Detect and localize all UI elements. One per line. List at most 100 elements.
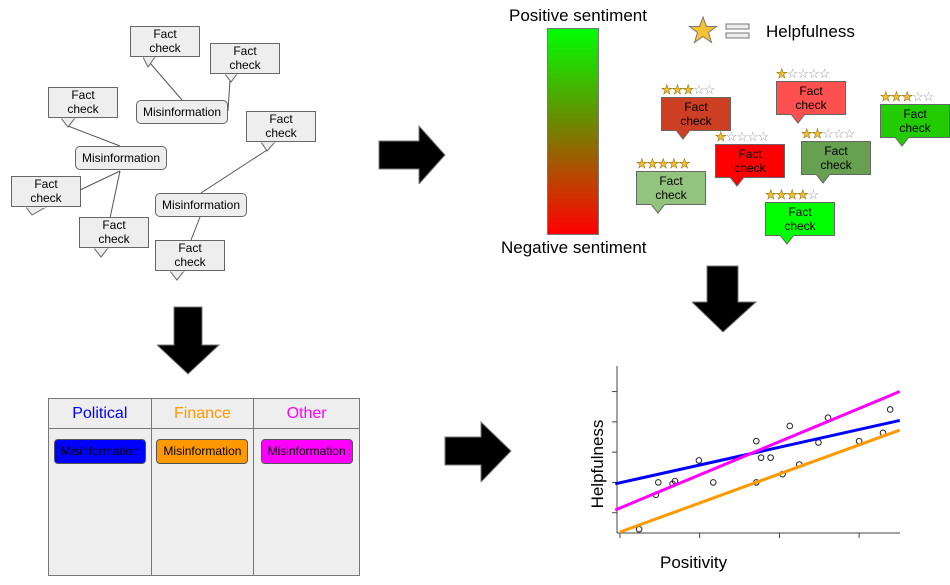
misinformation-pill[interactable]: Misinformation [156, 439, 249, 464]
fact-check-label: check [30, 191, 62, 205]
fact-check-label: check [899, 121, 931, 135]
empty-star-icon: ☆ [807, 66, 820, 81]
empty-star-icon: ☆ [703, 82, 716, 97]
misinformation-node[interactable]: Misinformation [155, 193, 247, 217]
fact-check-label: check [680, 114, 712, 128]
connector-line [200, 149, 268, 194]
callout-tail-icon [816, 174, 831, 184]
fact-check-callout[interactable]: Fact check [246, 111, 316, 152]
misinformation-pill[interactable]: Misinformation [260, 439, 353, 464]
callout-tail-icon [676, 130, 691, 140]
fact-check-label: Fact [799, 84, 823, 98]
trend-line-finance [619, 428, 901, 534]
trend-line-other [614, 390, 901, 512]
filled-star-icon: ★ [715, 129, 727, 144]
misinformation-label: Misinformation [161, 198, 241, 212]
positive-sentiment-label: Positive sentiment [509, 6, 647, 25]
callout-tail-icon [94, 248, 109, 258]
filled-star-icon: ★ [801, 126, 813, 141]
data-point [752, 437, 760, 445]
arrow-down-icon [692, 265, 758, 333]
data-point [757, 454, 765, 461]
connector-line [149, 62, 183, 101]
data-point [709, 479, 717, 486]
star-rating: ★☆☆☆☆ [715, 129, 770, 144]
filled-star-icon: ★ [786, 187, 798, 202]
fact-check-label: Fact [659, 174, 683, 188]
fact-check-label: check [784, 219, 816, 233]
misinformation-node[interactable]: Misinformation [136, 100, 228, 124]
empty-star-icon: ☆ [922, 89, 935, 104]
data-point [886, 406, 894, 413]
star-rating: ★★★☆☆ [880, 89, 935, 104]
misinformation-pill[interactable]: Misinformation [53, 439, 146, 464]
misinformation-label: Misinformation [81, 151, 161, 165]
star-rating: ★★☆☆☆ [801, 126, 856, 141]
star-rating: ★★★★★ [636, 156, 691, 171]
fact-check-label: check [149, 41, 181, 55]
empty-star-icon: ☆ [725, 129, 738, 144]
fact-check-label: check [655, 188, 687, 202]
fact-check-label: check [229, 58, 261, 72]
fact-check-label: Fact [71, 88, 95, 102]
negative-sentiment-label: Negative sentiment [501, 238, 647, 257]
fact-check-callout[interactable]: Fact check [79, 217, 149, 258]
data-point [654, 479, 662, 486]
filled-star-icon: ★ [765, 187, 777, 202]
star-rating: ★☆☆☆☆ [776, 66, 830, 81]
empty-star-icon: ☆ [757, 129, 770, 144]
fact-check-label: Fact [233, 44, 257, 58]
filled-star-icon: ★ [671, 82, 683, 97]
fact-check-label: Fact [153, 27, 177, 41]
fact-check-label: check [734, 161, 766, 175]
empty-star-icon: ☆ [746, 129, 759, 144]
star-rating: ★★★★☆ [765, 187, 820, 202]
fact-check-label: Fact [824, 144, 848, 158]
callout-tail-icon [225, 74, 238, 83]
fact-check-label: check [795, 98, 827, 112]
fact-check-label: Fact [788, 205, 812, 219]
empty-star-icon: ☆ [692, 82, 705, 97]
fact-check-label: Fact [684, 100, 708, 114]
y-axis-label: Helpfulness [588, 419, 607, 509]
data-point [695, 457, 703, 464]
filled-star-icon: ★ [682, 82, 694, 97]
filled-star-icon: ★ [775, 187, 787, 202]
empty-star-icon: ☆ [843, 126, 856, 141]
fact-check-label: Fact [903, 107, 927, 121]
fact-check-label: check [98, 232, 130, 246]
empty-star-icon: ☆ [807, 187, 820, 202]
category-table: Political Finance Other Misinformation M… [48, 398, 360, 576]
star-icon [688, 16, 718, 44]
filled-star-icon: ★ [667, 156, 680, 171]
fact-check-callout[interactable]: Fact check [155, 240, 225, 281]
fact-check-callout[interactable]: Fact check [11, 176, 81, 216]
fact-check-label: Fact [34, 177, 58, 191]
fact-check-callout[interactable]: Fact check [48, 87, 118, 128]
connector-line [190, 216, 201, 241]
callout-tail-icon [143, 57, 156, 68]
filled-star-icon: ★ [901, 89, 913, 104]
category-header-political: Political [48, 398, 152, 429]
star-rating: ★★★☆☆ [661, 82, 716, 97]
filled-star-icon: ★ [678, 156, 690, 171]
fact-check-label: Fact [738, 147, 762, 161]
filled-star-icon: ★ [776, 66, 788, 81]
callout-tail-icon [780, 235, 795, 245]
empty-star-icon: ☆ [822, 126, 834, 141]
fact-check-callout[interactable]: Fact check [210, 43, 280, 83]
empty-star-icon: ☆ [736, 129, 748, 144]
empty-star-icon: ☆ [911, 89, 924, 104]
connector-line [227, 79, 231, 112]
misinformation-node[interactable]: Misinformation [75, 146, 167, 170]
fact-check-callout[interactable]: Fact check [130, 26, 200, 68]
fact-check-label: check [174, 255, 206, 269]
